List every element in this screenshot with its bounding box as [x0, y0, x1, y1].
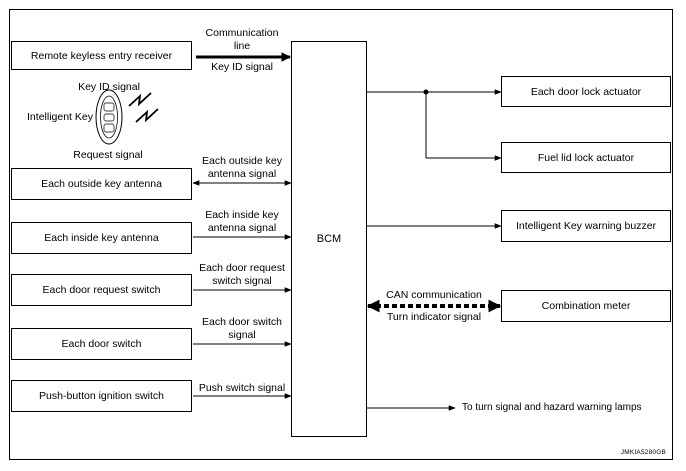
door-switch-box: Each door switch [11, 328, 192, 360]
door-switch-signal-label: Each door switch signal [202, 316, 282, 341]
intelligent-key-warning-buzzer-box: Intelligent Key warning buzzer [501, 210, 671, 242]
junction-dot [423, 89, 429, 95]
comm-line-label: Communication line [205, 27, 279, 52]
fob-key-id-label: Key ID signal [78, 81, 140, 93]
remote-keyless-entry-receiver-box: Remote keyless entry receiver [11, 41, 192, 70]
door-lock-actuator-box: Each door lock actuator [501, 76, 671, 107]
request-wave-icon [135, 108, 159, 123]
request-signal-label: Request signal [73, 149, 143, 161]
bcm-box: BCM [291, 41, 367, 437]
figure-code: JMKIA5280GB [620, 449, 666, 456]
fuel-lid-lock-actuator-box: Fuel lid lock actuator [501, 142, 671, 173]
can-communication-label: CAN communication [386, 289, 482, 301]
door-request-switch-box: Each door request switch [11, 274, 192, 306]
push-switch-signal-label: Push switch signal [198, 382, 286, 394]
inside-key-antenna-box: Each inside key antenna [11, 222, 192, 254]
push-button-ignition-switch-box: Push-button ignition switch [11, 380, 192, 412]
intelligent-key-fob-icon [95, 89, 123, 145]
key-id-signal-label: Key ID signal [211, 61, 273, 73]
key-id-wave-icon [128, 92, 152, 107]
door-request-signal-label: Each door request switch signal [199, 262, 285, 287]
combination-meter-box: Combination meter [501, 290, 671, 322]
inside-antenna-signal-label: Each inside key antenna signal [205, 209, 279, 234]
intelligent-key-label: Intelligent Key [27, 111, 93, 123]
lamps-label: To turn signal and hazard warning lamps [462, 402, 642, 413]
turn-indicator-signal-label: Turn indicator signal [386, 311, 482, 323]
diagram-frame [9, 9, 673, 460]
outside-key-antenna-box: Each outside key antenna [11, 168, 192, 200]
outside-antenna-signal-label: Each outside key antenna signal [202, 155, 282, 180]
